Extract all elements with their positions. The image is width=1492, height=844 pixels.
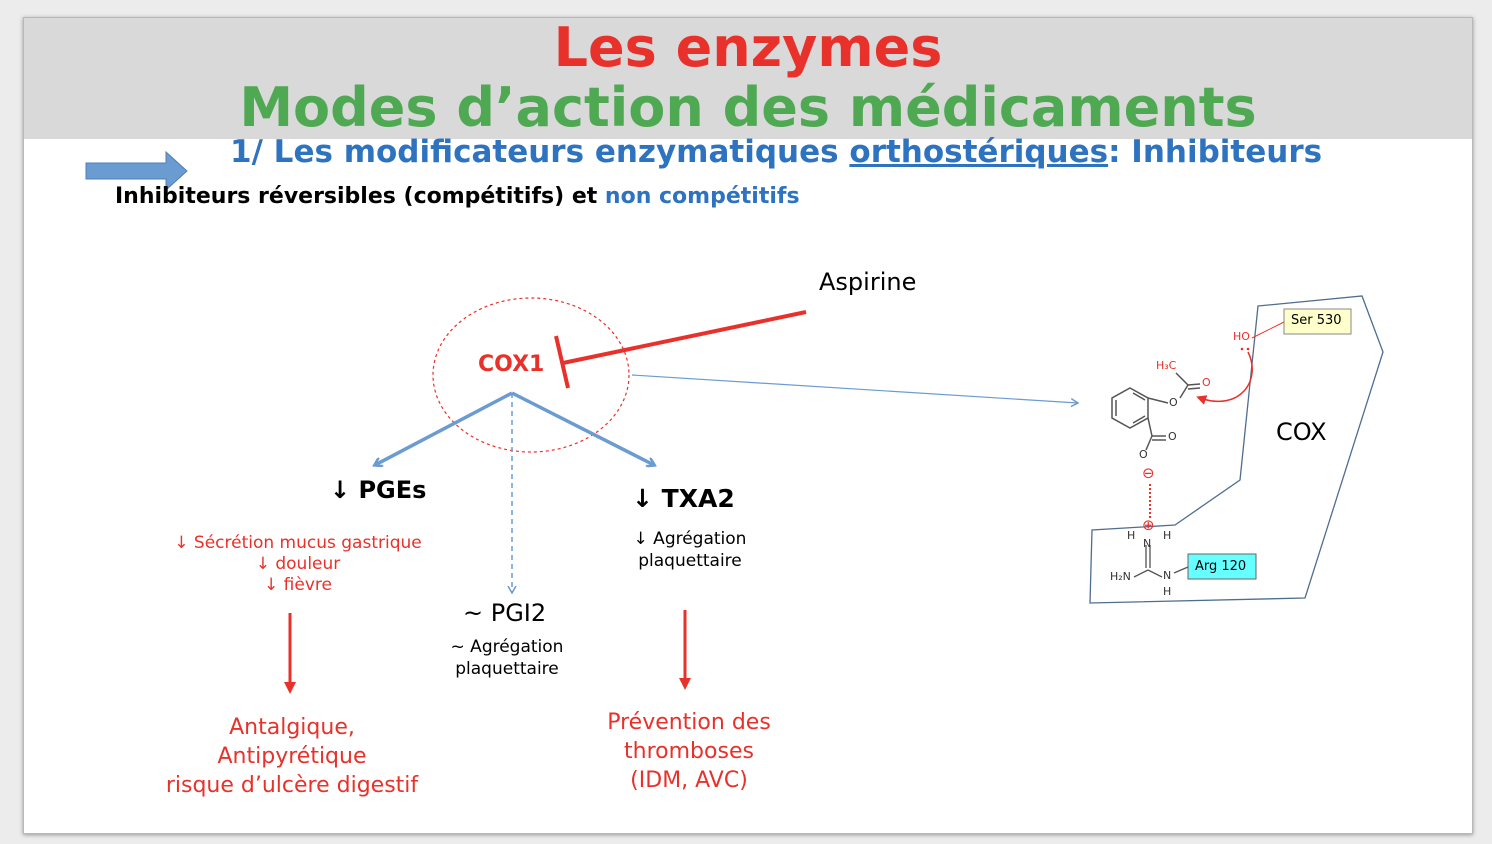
section-arrow-icon xyxy=(85,150,188,192)
section-heading: 1/ Les modificateurs enzymatiques orthos… xyxy=(230,134,1322,170)
heading-underlined: orthostériques xyxy=(849,134,1109,170)
pge-outcome-line: risque d’ulcère digestif xyxy=(165,773,419,798)
cox-pocket-outline xyxy=(1089,295,1384,604)
txa2-outcome-line: Prévention des xyxy=(607,710,771,735)
guanidine-h-left: H xyxy=(1127,529,1136,542)
arg120-box xyxy=(1187,553,1257,580)
aspirin-label: Aspirine xyxy=(819,268,917,296)
aspirin-molecule xyxy=(1111,372,1201,451)
pgi2-label: ~ PGI2 xyxy=(463,599,547,627)
arg120-label: Arg 120 xyxy=(1195,559,1247,574)
nucleophilic-attack-arrow xyxy=(1196,351,1253,405)
guanidine-h-bottom: H xyxy=(1163,585,1172,598)
carbonyl-oxygen: O xyxy=(1202,376,1211,389)
pge-effects: ↓ Sécrétion mucus gastrique ↓ douleur ↓ … xyxy=(174,533,421,596)
negative-charge: ⊖ xyxy=(1142,464,1155,482)
txa2-outcome-line: thromboses xyxy=(624,739,754,764)
guanidinium-group xyxy=(1133,545,1189,578)
pge-outcome-line: Antalgique, xyxy=(229,715,355,740)
arrow-to-pge xyxy=(375,391,513,465)
slide-subtitle: Modes d’action des médicaments xyxy=(239,76,1257,139)
hydroxyl-label: HO xyxy=(1233,330,1250,343)
carboxylate-oxygen: O xyxy=(1139,448,1148,461)
txa2-outcome: Prévention des thromboses (IDM, AVC) xyxy=(607,708,771,795)
amine-label: H₂N xyxy=(1110,570,1131,583)
subheading-black: Inhibiteurs réversibles (compétitifs) et xyxy=(115,184,605,209)
heading-suffix: : Inhibiteurs xyxy=(1108,134,1323,170)
guanidine-n-top: N xyxy=(1143,537,1152,550)
cox-pocket-label: COX xyxy=(1276,418,1327,446)
ser530-label: Ser 530 xyxy=(1291,313,1342,328)
cox1-ellipse xyxy=(432,297,630,453)
lone-pair-dot xyxy=(1246,347,1250,351)
pge-outcome: Antalgique, Antipyrétique risque d’ulcèr… xyxy=(166,713,418,800)
carboxyl-oxygen: O xyxy=(1168,430,1177,443)
header-band: Les enzymes Modes d’action des médicamen… xyxy=(24,16,1472,139)
heading-prefix: 1/ Les modificateurs enzymatiques xyxy=(230,134,850,170)
positive-charge: ⊕ xyxy=(1142,516,1155,534)
txa2-label: ↓ TXA2 xyxy=(632,484,735,513)
pge-effect: ↓ Sécrétion mucus gastrique xyxy=(174,533,422,553)
lone-pair-dot xyxy=(1240,347,1244,351)
guanidine-n-right: N xyxy=(1163,569,1172,582)
ester-oxygen: O xyxy=(1169,396,1178,409)
guanidine-h-right: H xyxy=(1163,529,1172,542)
subheading-blue: non compétitifs xyxy=(604,184,800,209)
arrow-to-mechanism xyxy=(631,374,1078,403)
inhibition-bar xyxy=(554,335,570,389)
pge-outcome-line: Antipyrétique xyxy=(217,744,367,769)
pgi2-effect: plaquettaire xyxy=(455,659,559,679)
section-subheading: Inhibiteurs réversibles (compétitifs) et… xyxy=(115,184,800,209)
txa2-effect: ↓ Agrégation xyxy=(633,529,747,549)
ser-connector xyxy=(1251,321,1285,339)
slide-title: Les enzymes xyxy=(553,16,943,79)
pgi2-effects: ~ Agrégation plaquettaire xyxy=(451,636,564,680)
pge-effect: ↓ douleur xyxy=(255,554,341,574)
arrow-to-txa2 xyxy=(511,391,654,465)
txa2-outcome-line: (IDM, AVC) xyxy=(630,768,748,793)
txa2-effect: plaquettaire xyxy=(638,551,742,571)
pge-label: ↓ PGEs xyxy=(330,476,427,504)
pge-effect: ↓ fièvre xyxy=(264,575,332,595)
inhibition-line xyxy=(562,310,807,365)
ser530-box xyxy=(1283,308,1352,335)
methyl-label: H₃C xyxy=(1156,359,1177,372)
pgi2-effect: ~ Agrégation xyxy=(450,637,564,657)
slide: Les enzymes Modes d’action des médicamen… xyxy=(23,16,1473,834)
cox1-label: COX1 xyxy=(478,352,545,377)
txa2-effects: ↓ Agrégation plaquettaire xyxy=(634,528,747,572)
